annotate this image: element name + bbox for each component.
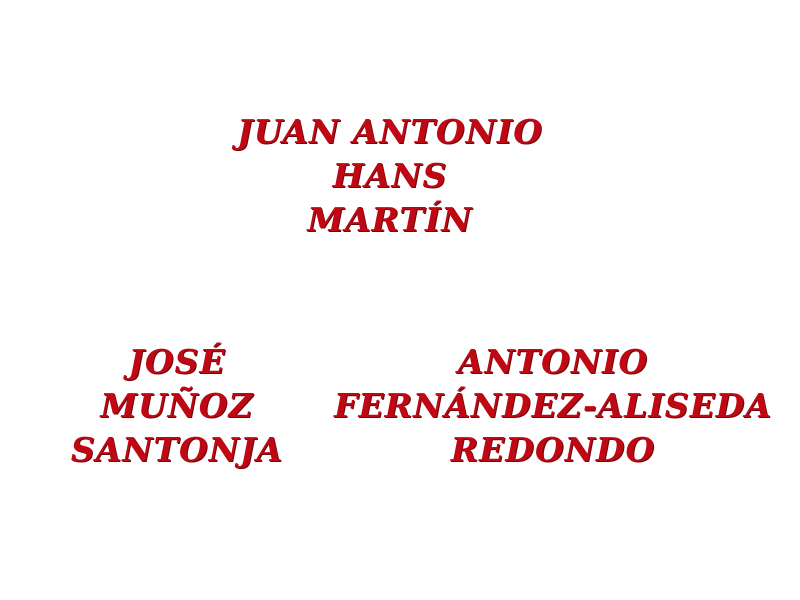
author-name-line: MARTÍN (307, 200, 473, 239)
author-name-line: SANTONJA (70, 430, 284, 469)
author-name-block-jose-munoz-santonja: JOSÉ MUÑOZ SANTONJA (71, 340, 283, 472)
author-name-line: JOSÉ (128, 342, 226, 381)
author-name-line: JUAN ANTONIO (236, 112, 544, 151)
author-name-line: FERNÁNDEZ-ALISEDA (334, 386, 772, 425)
author-name-line: ANTONIO (457, 342, 649, 381)
author-name-block-juan-antonio-hans-martin: JUAN ANTONIO HANS MARTÍN (237, 110, 543, 242)
author-name-line: HANS (332, 156, 448, 195)
author-name-line: REDONDO (450, 430, 656, 469)
author-name-line: MUÑOZ (100, 386, 254, 425)
author-name-block-antonio-fernandez-aliseda-redondo: ANTONIO FERNÁNDEZ-ALISEDA REDONDO (334, 340, 772, 472)
